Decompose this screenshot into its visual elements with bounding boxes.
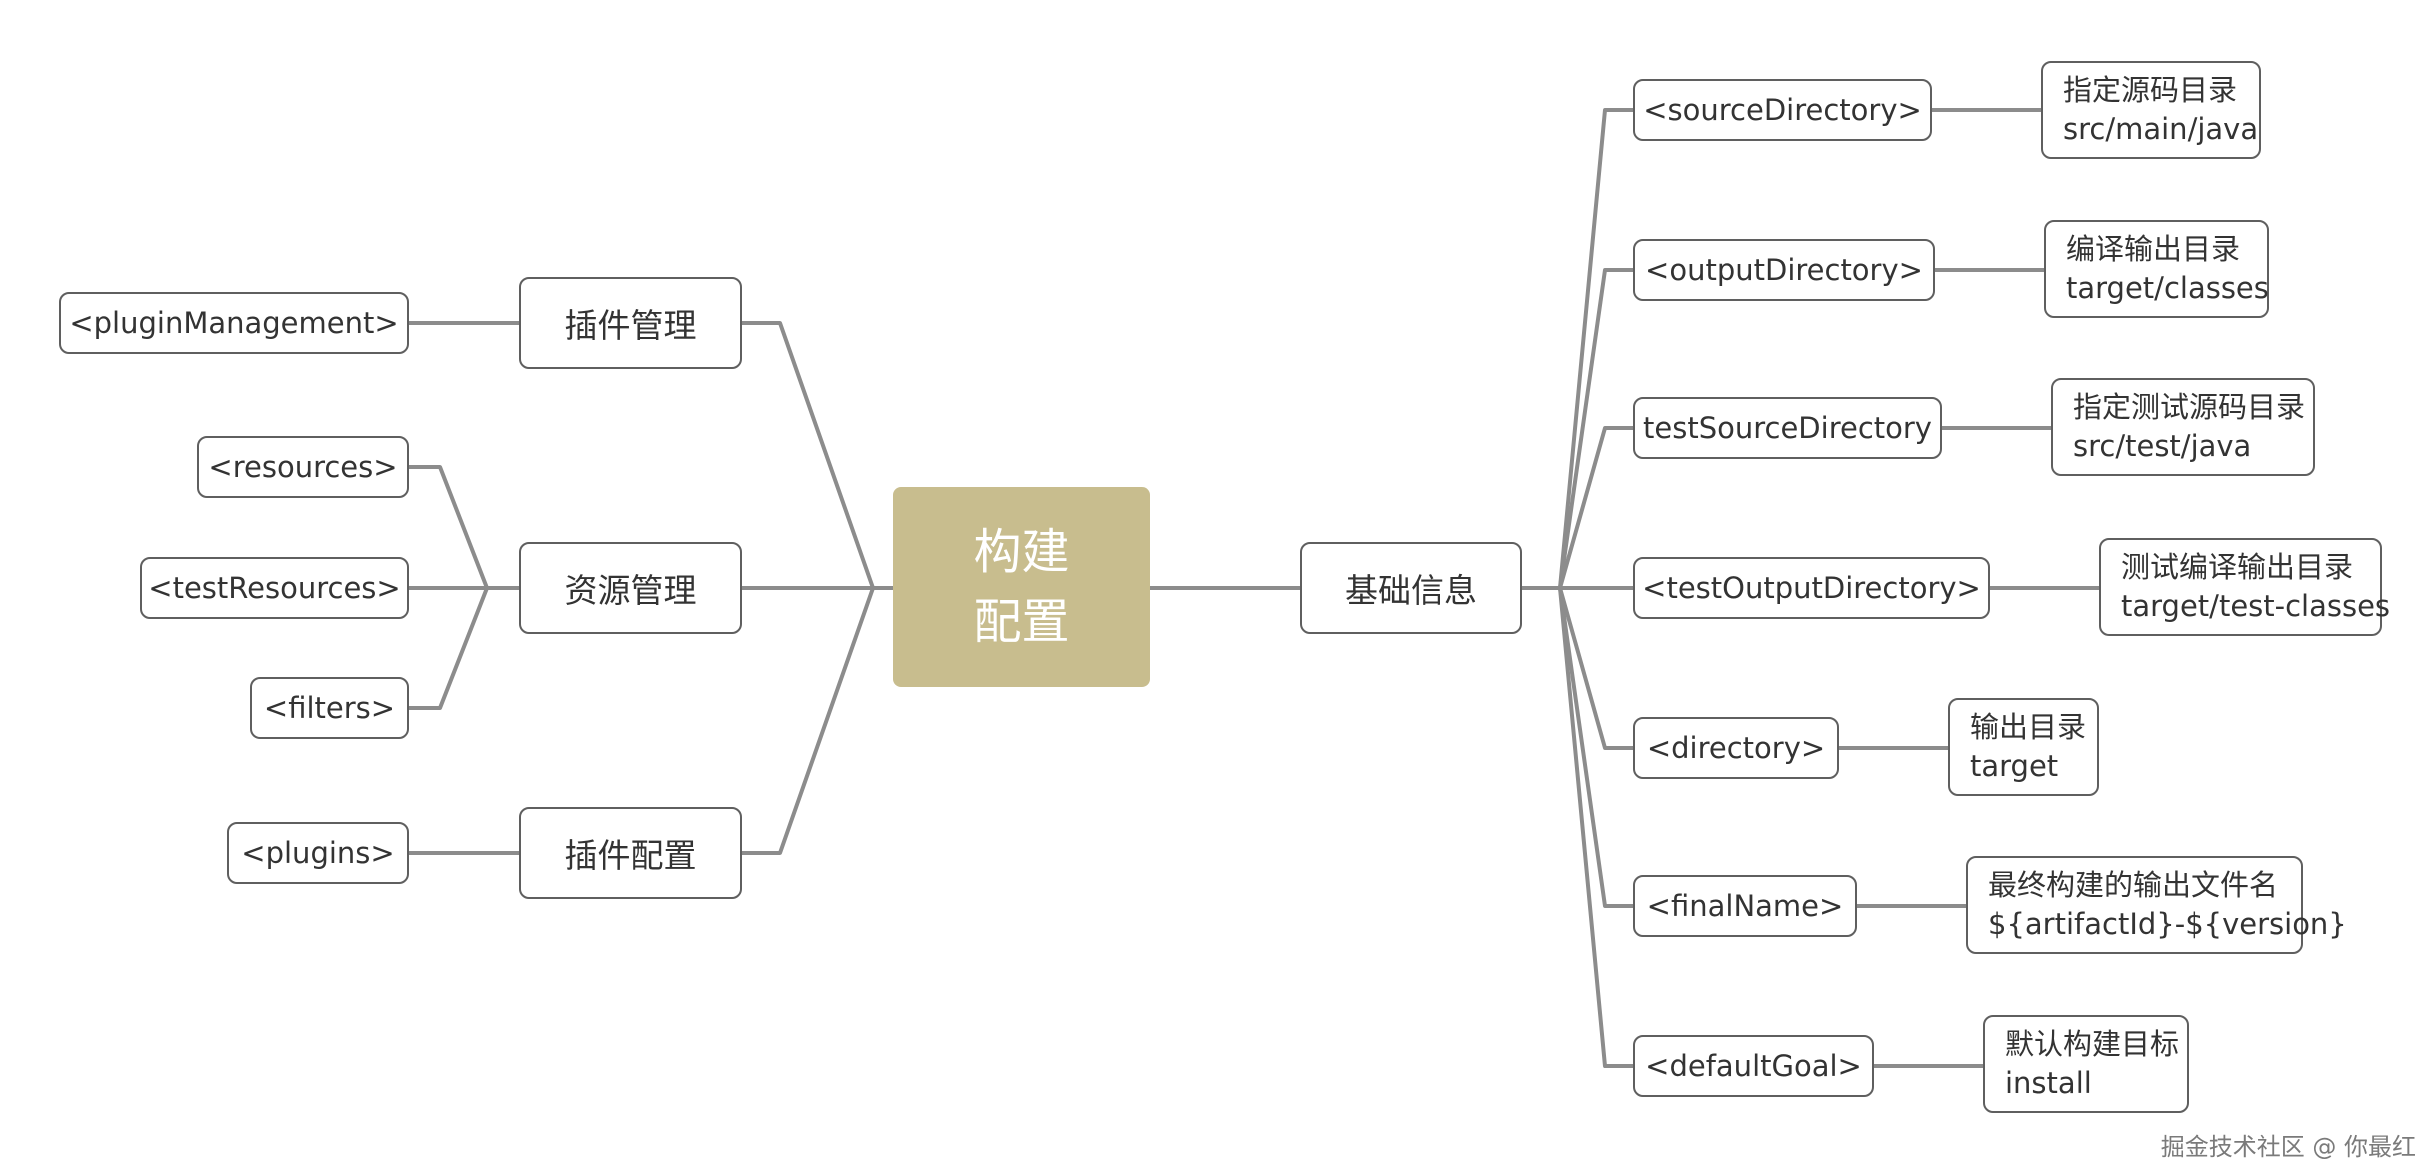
edge-filters [406, 586, 522, 710]
watermark: 掘金技术社区 @ 你最红 [2160, 1133, 2416, 1161]
desc-line: install [2005, 1066, 2092, 1100]
node-output-directory[interactable]: <outputDirectory> [1633, 239, 1935, 301]
node-directory[interactable]: <directory> [1633, 717, 1839, 779]
desc-line: target [1970, 749, 2059, 783]
edge-root-plugin-config [738, 586, 897, 855]
branch-resource-management[interactable]: 资源管理 [519, 542, 742, 634]
node-resources[interactable]: <resources> [197, 436, 409, 498]
branch-plugin-config[interactable]: 插件配置 [519, 807, 742, 899]
desc-line: 输出目录 [1970, 710, 2087, 744]
desc-directory[interactable]: 输出目录 target [1948, 698, 2099, 796]
root-label-line-2: 配置 [973, 594, 1070, 650]
desc-line: 测试编译输出目录 [2121, 550, 2354, 584]
node-default-goal[interactable]: <defaultGoal> [1633, 1035, 1874, 1097]
edge-source-directory [1518, 108, 1637, 590]
edge-resources [406, 465, 522, 590]
desc-output-directory[interactable]: 编译输出目录 target/classes [2044, 220, 2269, 318]
desc-source-directory[interactable]: 指定源码目录 src/main/java [2041, 61, 2261, 159]
node-source-directory[interactable]: <sourceDirectory> [1633, 79, 1932, 141]
edge-root-plugin-mgmt [738, 321, 897, 590]
desc-line: target/classes [2066, 271, 2269, 305]
desc-line: 指定测试源码目录 [2073, 390, 2306, 424]
desc-line: src/test/java [2073, 429, 2252, 463]
node-filters[interactable]: <filters> [250, 677, 409, 739]
edge-default-goal [1518, 586, 1637, 1068]
branch-basic-info[interactable]: 基础信息 [1300, 542, 1522, 634]
desc-line: 编译输出目录 [2066, 232, 2241, 266]
node-plugin-management[interactable]: <pluginManagement> [59, 292, 409, 354]
node-test-output-directory[interactable]: <testOutputDirectory> [1633, 557, 1990, 619]
node-test-resources[interactable]: <testResources> [140, 557, 409, 619]
desc-final-name[interactable]: 最终构建的输出文件名 ${artifactId}-${version} [1966, 856, 2347, 954]
desc-default-goal[interactable]: 默认构建目标 install [1983, 1015, 2189, 1113]
node-test-source-directory[interactable]: testSourceDirectory [1633, 397, 1942, 459]
desc-test-source-directory[interactable]: 指定测试源码目录 src/test/java [2051, 378, 2315, 476]
desc-line: 最终构建的输出文件名 [1988, 868, 2279, 902]
node-final-name[interactable]: <finalName> [1633, 875, 1857, 937]
root-node[interactable]: 构建 配置 [893, 487, 1150, 687]
branch-plugin-management[interactable]: 插件管理 [519, 277, 742, 369]
root-label-line-1: 构建 [973, 524, 1070, 580]
desc-line: 默认构建目标 [2005, 1027, 2180, 1061]
desc-line: 指定源码目录 [2063, 73, 2238, 107]
desc-line: target/test-classes [2121, 589, 2391, 623]
desc-test-output-directory[interactable]: 测试编译输出目录 target/test-classes [2099, 538, 2390, 636]
desc-line: src/main/java [2063, 112, 2259, 146]
node-plugins[interactable]: <plugins> [227, 822, 409, 884]
desc-line: ${artifactId}-${version} [1988, 907, 2347, 941]
